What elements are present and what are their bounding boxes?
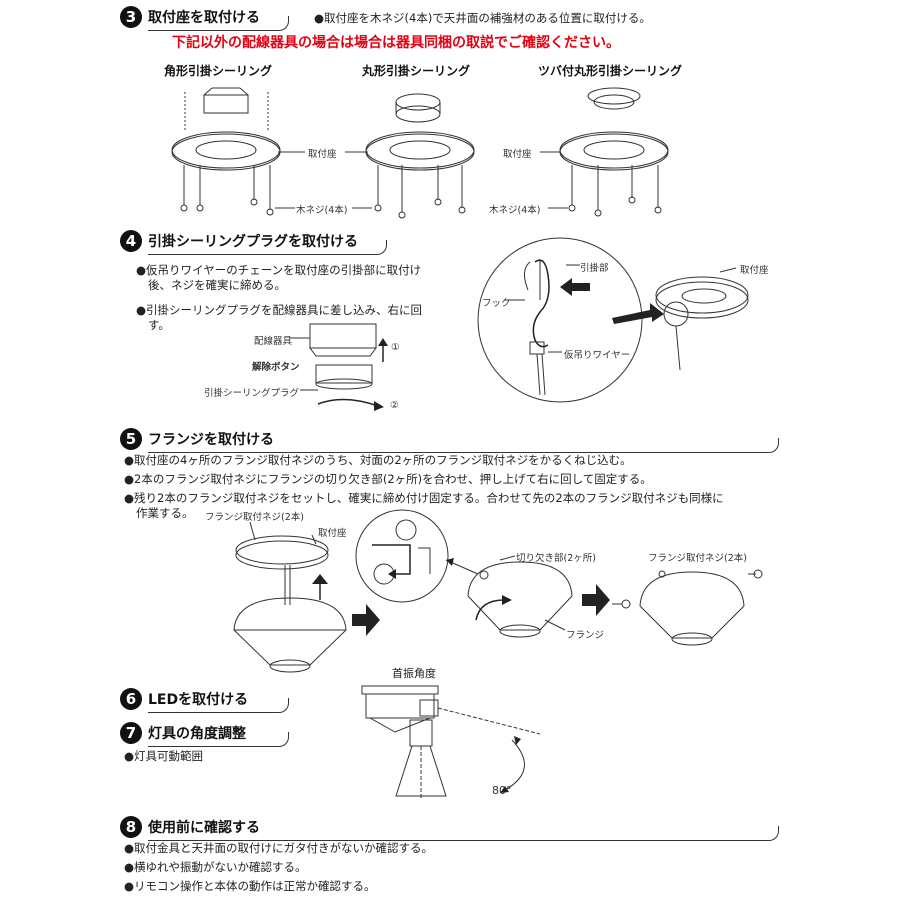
step4-heading: 4 引掛シーリングプラグを取付ける bbox=[120, 230, 387, 255]
step5-bullet3-line1: ●残り2本のフランジ取付ネジをセットし、確実に締め付け固定する。合わせて先の2本… bbox=[124, 491, 724, 505]
step3-title: 取付座を取付ける bbox=[148, 10, 260, 26]
label-release-button: 解除ボタン bbox=[252, 362, 300, 373]
step5-number: 5 bbox=[120, 428, 142, 450]
flanged-round-ceiling-diagram bbox=[559, 87, 669, 217]
step3-note: ●取付座を木ネジ(4本)で天井面の補強材のある位置に取付ける。 bbox=[314, 11, 651, 25]
square-ceiling-diagram bbox=[171, 87, 281, 216]
step5-underline bbox=[148, 438, 779, 453]
step6-number: 6 bbox=[120, 688, 142, 710]
step4-bullet2-line2: す。 bbox=[148, 318, 170, 332]
step4-title: 引掛シーリングプラグを取付ける bbox=[148, 234, 358, 250]
step3-number: 3 bbox=[120, 6, 142, 28]
label-base-1: 取付座 bbox=[308, 149, 337, 160]
step6-underline bbox=[148, 698, 289, 713]
step4-bullet2-line1: ●引掛シーリングプラグを配線器具に差し込み、右に回 bbox=[136, 303, 423, 317]
label-screw-2: 木ネジ(4本) bbox=[489, 205, 541, 216]
step6-heading: 6 LEDを取付ける bbox=[120, 688, 289, 713]
step6-title: LEDを取付ける bbox=[148, 692, 249, 708]
step7-title: 灯具の角度調整 bbox=[148, 726, 246, 742]
type-square-ceiling: 角形引掛シーリング bbox=[164, 64, 273, 78]
step8-title: 使用前に確認する bbox=[148, 820, 260, 836]
type-flanged-round-ceiling: ツバ付丸形引掛シーリング bbox=[538, 64, 683, 78]
step3-warning: 下記以外の配線器具の場合は場合は器具同梱の取説でご確認ください。 bbox=[172, 35, 620, 51]
step5-bullet3-line2: 作業する。 bbox=[136, 506, 194, 520]
label-swing-angle: 首振角度 bbox=[392, 667, 436, 680]
mark-1: ① bbox=[391, 342, 400, 353]
step4-number: 4 bbox=[120, 230, 142, 252]
label-wiring-device: 配線器具 bbox=[254, 336, 293, 347]
label-temporary-wire: 仮吊りワイヤー bbox=[564, 350, 631, 361]
step8-number: 8 bbox=[120, 816, 142, 838]
label-base-2: 取付座 bbox=[503, 149, 532, 160]
step5-bullet2: ●2本のフランジ取付ネジにフランジの切り欠き部(2ヶ所)を合わせ、押し上げて右に… bbox=[124, 472, 652, 486]
mark-2: ② bbox=[390, 400, 399, 411]
label-notch: 切り欠き部(2ヶ所) bbox=[516, 553, 596, 564]
label-ceiling-plug: 引掛シーリングプラグ bbox=[204, 388, 300, 399]
type-round-ceiling: 丸形引掛シーリング bbox=[362, 64, 471, 78]
label-hook-part: 引掛部 bbox=[580, 263, 609, 274]
step5-bullet1: ●取付座の4ヶ所のフランジ取付ネジのうち、対面の2ヶ所のフランジ取付ネジをかるく… bbox=[124, 453, 632, 467]
step5-heading: 5 フランジを取付ける bbox=[120, 428, 779, 453]
label-base-4: 取付座 bbox=[740, 265, 769, 276]
label-flange-screw-1: フランジ取付ネジ(2本) bbox=[205, 512, 304, 523]
step5-illustration bbox=[233, 509, 763, 673]
step7-bullet: ●灯具可動範囲 bbox=[124, 749, 204, 763]
step8-heading: 8 使用前に確認する bbox=[120, 816, 779, 841]
step5-title: フランジを取付ける bbox=[148, 432, 274, 448]
label-hook: フック bbox=[482, 298, 511, 309]
label-screw-1: 木ネジ(4本) bbox=[296, 205, 348, 216]
step8-bullet-1: ●取付金具と天井面の取付けにガタ付きがないか確認する。 bbox=[124, 841, 434, 855]
label-flange-screw-2: フランジ取付ネジ(2本) bbox=[648, 553, 747, 564]
step7-heading: 7 灯具の角度調整 bbox=[120, 722, 289, 747]
step8-bullet-2: ●横ゆれや振動がないか確認する。 bbox=[124, 860, 307, 874]
step3-heading: 3 取付座を取付ける bbox=[120, 6, 289, 31]
step3-underline bbox=[148, 16, 289, 31]
step3-illustration bbox=[171, 87, 669, 219]
step7-number: 7 bbox=[120, 722, 142, 744]
label-base-5: 取付座 bbox=[318, 528, 347, 539]
step8-bullet-3: ●リモコン操作と本体の動作は正常か確認する。 bbox=[124, 879, 376, 893]
step4-bullet1-line1: ●仮吊りワイヤーのチェーンを取付座の引掛部に取付け bbox=[136, 263, 422, 277]
step4-underline bbox=[148, 240, 387, 255]
step8-underline bbox=[148, 826, 779, 841]
label-angle-80: 80° bbox=[492, 784, 512, 797]
step7-illustration bbox=[361, 685, 541, 800]
step7-underline bbox=[148, 732, 289, 747]
step4-bullet1-line2: 後、ネジを確実に締める。 bbox=[148, 278, 286, 292]
step4-illustration bbox=[290, 237, 749, 411]
label-flange: フランジ bbox=[566, 630, 605, 641]
